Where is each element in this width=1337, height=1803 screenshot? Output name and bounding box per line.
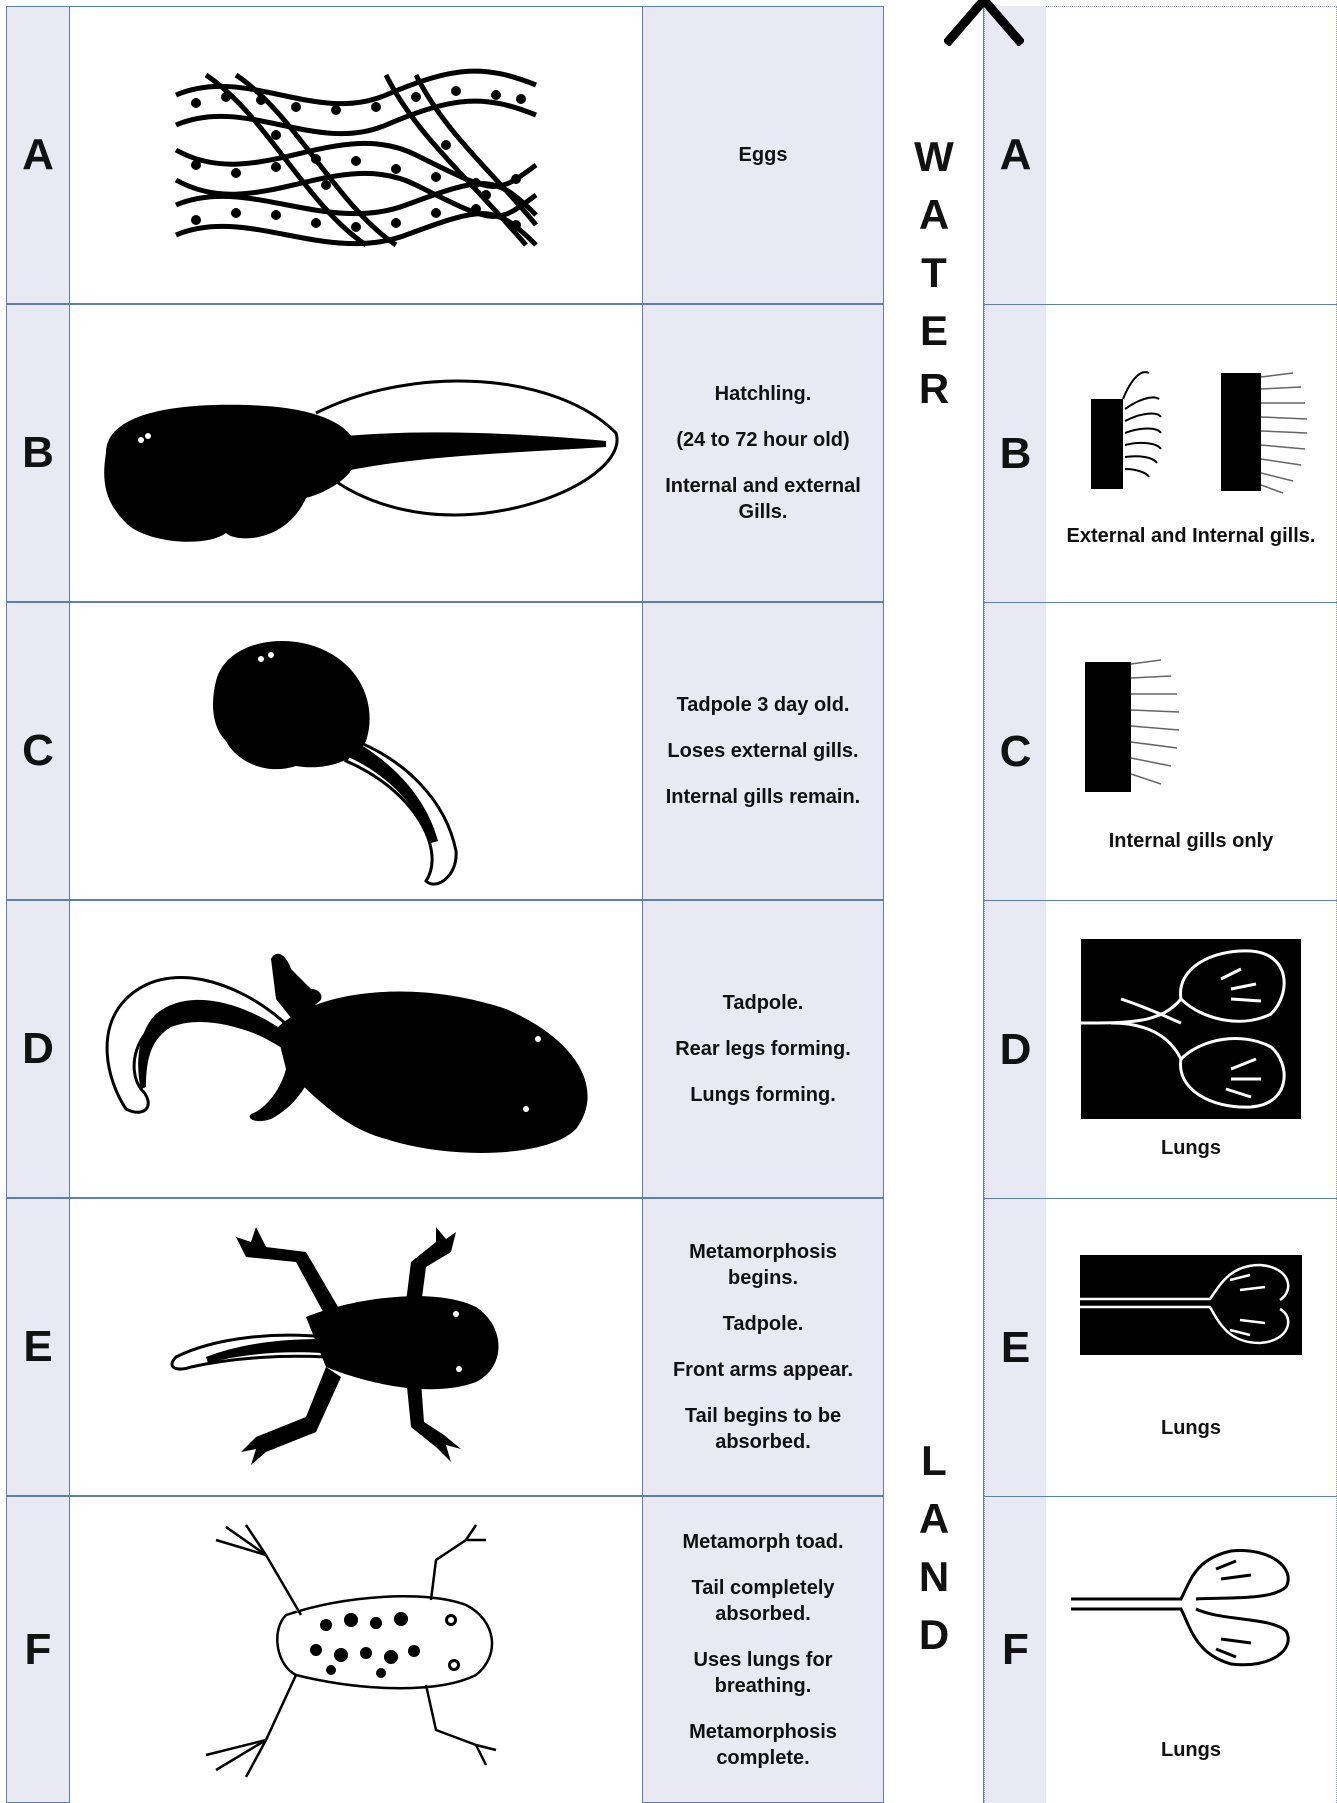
lungs-f-image [1071,1539,1311,1679]
land-letter: N [919,1548,949,1606]
row-letter-a: A [6,6,70,304]
desc-line: Front arms appear. [673,1357,853,1383]
row-letter: C [22,726,54,776]
organ-letter-d: D [984,900,1046,1198]
organ-cell-f: Lungs [1046,1496,1337,1803]
organ-letter: A [1000,130,1032,180]
row-letter-f: F [6,1496,70,1803]
internal-gills-image [1071,650,1311,800]
desc-line: Tadpole. [723,1311,804,1337]
tadpole-3-day-illustration [70,602,642,900]
organ-letter-c: C [984,602,1046,900]
water-label: W A T E R [884,128,984,418]
organ-caption: Internal gills only [1109,830,1273,853]
lungs-e-image [1080,1255,1302,1355]
desc-line: Internal and external Gills. [653,473,873,525]
organ-cell-a [1046,6,1337,304]
water-letter: A [919,186,949,244]
row-letter: E [23,1322,52,1372]
toad-f-image [186,1515,526,1785]
tadpole-d-image [86,929,626,1169]
lifecycle-table: A Eggs A [0,6,1337,1803]
row-letter-d: D [6,900,70,1198]
organ-letter-b: B [984,304,1046,602]
land-label: L A N D [884,1432,984,1664]
water-letter: T [921,244,947,302]
tadpole-legs-illustration [70,900,642,1198]
desc-line: Tadpole 3 day old. [677,692,850,718]
desc-line: Rear legs forming. [675,1036,851,1062]
land-letter: A [919,1490,949,1548]
metamorphosis-tadpole-illustration [70,1198,642,1496]
organ-caption: Lungs [1161,1137,1221,1160]
desc-line: Uses lungs for breathing. [653,1647,873,1699]
organ-letter: D [1000,1025,1032,1075]
stage-description-f: Metamorph toad. Tail completely absorbed… [642,1496,884,1803]
water-letter: E [920,302,948,360]
stage-description-c: Tadpole 3 day old. Loses external gills.… [642,602,884,900]
stage-description-d: Tadpole. Rear legs forming. Lungs formin… [642,900,884,1198]
land-letter: D [919,1606,949,1664]
row-letter: F [25,1625,52,1675]
desc-line: Lungs forming. [690,1082,836,1108]
stage-description-a: Eggs [642,6,884,304]
desc-line: Metamorph toad. [682,1529,843,1555]
organ-cell-c: Internal gills only [1046,602,1337,900]
row-letter-c: C [6,602,70,900]
desc-line: Hatchling. [715,381,812,407]
desc-line: Eggs [739,142,788,168]
row-letter: B [22,428,54,478]
desc-line: Tail begins to be absorbed. [653,1403,873,1455]
eggs-illustration [70,6,642,304]
tadpole-c-image [176,611,536,891]
water-letter: W [914,128,954,186]
gills-image [1061,359,1321,499]
row-letter-b: B [6,304,70,602]
organ-letter-e: E [984,1198,1046,1496]
stage-description-e: Metamorphosis begins. Tadpole. Front arm… [642,1198,884,1496]
metamorph-toad-illustration [70,1496,642,1803]
organ-letter: F [1002,1625,1029,1675]
up-arrow-icon [944,0,1024,46]
desc-line: Internal gills remain. [666,784,861,810]
organ-cell-d: Lungs [1046,900,1337,1198]
row-letter: D [22,1024,54,1074]
stage-description-b: Hatchling. (24 to 72 hour old) Internal … [642,304,884,602]
organ-cell-e: Lungs [1046,1198,1337,1496]
desc-line: Metamorphosis complete. [653,1719,873,1771]
organ-letter: B [1000,429,1032,479]
hatchling-image [86,343,626,563]
water-letter: R [919,360,949,418]
desc-line: Loses external gills. [667,738,858,764]
egg-strands-image [166,55,546,255]
desc-line: (24 to 72 hour old) [676,427,849,453]
row-letter-e: E [6,1198,70,1496]
organ-letter: C [1000,727,1032,777]
row-letter: A [22,130,54,180]
land-letter: L [921,1432,947,1490]
organ-caption: Lungs [1161,1417,1221,1440]
organ-letter-f: F [984,1496,1046,1803]
organ-caption: Lungs [1161,1739,1221,1762]
desc-line: Tail completely absorbed. [653,1575,873,1627]
organ-caption: External and Internal gills. [1067,525,1316,548]
desc-line: Metamorphosis begins. [653,1239,873,1291]
organ-letter: E [1001,1323,1030,1373]
lungs-d-image [1081,939,1301,1119]
hatchling-illustration [70,304,642,602]
organ-cell-b: External and Internal gills. [1046,304,1337,602]
tadpole-e-image [156,1217,556,1477]
organ-letter-a: A [984,6,1046,304]
desc-line: Tadpole. [723,990,804,1016]
